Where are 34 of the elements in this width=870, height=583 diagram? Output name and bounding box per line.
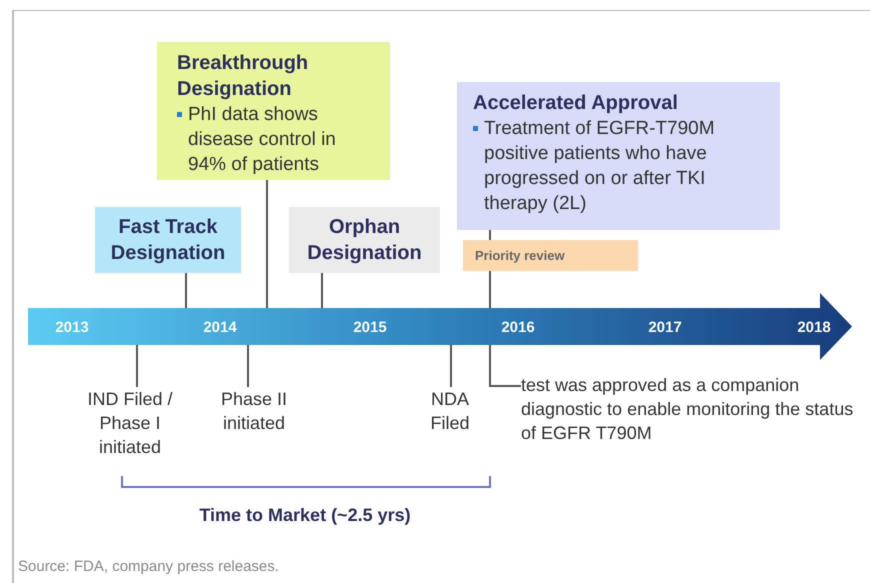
box-title: Fast Track Designation [110,215,226,266]
connector-line [247,345,249,387]
year-label: 2016 [501,318,535,338]
source-caption: Source: FDA, company press releases. [18,557,279,577]
connector-line [321,273,323,308]
review-label: Priority review [475,246,566,265]
year-label: 2017 [648,318,682,338]
milestone-label: Phase II initiated [220,388,288,435]
year-label: 2018 [797,318,831,338]
milestone-label: IND Filed / Phase I initiated [86,388,174,459]
box-body-text: PhI data shows disease control in 94% of patients [188,103,337,177]
milestone-label: NDA Filed [429,388,470,435]
year-label: 2014 [203,318,237,338]
milestone-box [157,42,390,180]
connector-line [450,345,452,387]
bracket-label: Time to Market (~2.5 yrs) [198,504,412,527]
connector-line [489,271,491,308]
connector-line [136,345,138,387]
connector-line [266,180,268,308]
milestone-box [289,207,440,273]
year-label: 2015 [353,318,387,338]
connector-line [489,230,491,240]
box-title: Orphan Designation [306,215,423,266]
box-body-text: Treatment of EGFR-T790M positive patients who have progressed on or after TKI therapy (2L) [484,117,716,216]
milestone-label: test was approved as a companion diagnostic to enable monitoring the status of EGFR T790M [521,374,854,445]
connector-line [489,345,521,387]
box-title: Breakthrough Designation [177,51,310,102]
year-label: 2013 [55,318,89,338]
milestone-box [457,82,780,230]
box-title: Accelerated Approval [473,91,679,116]
timeline-arrow [28,293,852,360]
review-box [463,240,638,271]
connector-line [185,273,187,308]
milestone-box [95,207,241,273]
